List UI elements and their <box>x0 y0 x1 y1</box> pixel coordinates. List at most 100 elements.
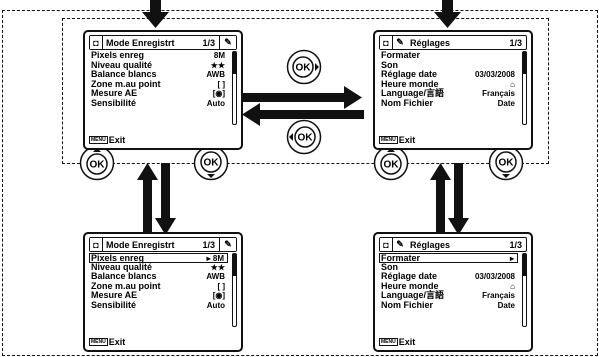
menu-item[interactable]: Formater <box>381 50 518 61</box>
arrow-up-right <box>430 163 451 235</box>
exit-hint[interactable]: MENU Exit <box>379 135 415 145</box>
menu-item[interactable]: Zone m.au point[ ] <box>91 281 228 292</box>
menu-button-icon: MENU <box>89 338 108 346</box>
triangle-right-icon <box>315 63 319 71</box>
menu-item-label: Réglage date <box>381 69 438 80</box>
menu-item-value <box>515 61 518 71</box>
scrollbar[interactable] <box>522 253 527 327</box>
menu-item-label: Formater <box>381 50 421 60</box>
screen-settings-menu-top: ◘ ✎ Réglages 1/3 Formater Son Réglage da… <box>373 30 533 150</box>
scrollbar[interactable] <box>232 253 237 327</box>
menu-item-label: Son <box>381 59 398 70</box>
tab-rec[interactable]: ◘ <box>90 238 103 251</box>
screen-settings-menu-bottom: ◘ ✎ Réglages 1/3 Formater▸ Son Réglage d… <box>373 232 533 352</box>
menu-item[interactable]: Son <box>381 59 518 71</box>
exit-label: Exit <box>398 337 416 347</box>
menu-item[interactable]: Mesure AE [◉] <box>91 291 228 301</box>
menu-item[interactable]: Heure monde⌂ <box>381 280 518 292</box>
exit-label: Exit <box>108 337 126 347</box>
menu-item-label: Pixels enreg <box>91 50 145 60</box>
ok-button-up-right[interactable]: OK <box>373 145 409 181</box>
menu-item[interactable]: Son <box>381 262 518 273</box>
ok-label: OK <box>90 160 106 171</box>
menu-item-value: [◉] <box>212 291 225 301</box>
menu-item-label: Heure monde <box>381 78 439 89</box>
ok-button-up-left[interactable]: OK <box>79 145 115 181</box>
triangle-down-icon <box>502 174 510 178</box>
menu-item-value <box>515 263 518 273</box>
arrow-left-middle <box>242 103 364 126</box>
menu-item-label: Mesure AE <box>91 88 138 99</box>
ok-label: OK <box>298 133 314 144</box>
menu-item[interactable]: Mesure AE[◉] <box>91 89 228 99</box>
menu-item-value: ▸ <box>509 254 514 263</box>
menu-button-icon: MENU <box>89 136 108 144</box>
screen-rec-menu-bottom: ◘ Mode Enregistrt 1/3 ✎ Pixels enreg▸ 8M… <box>83 232 243 352</box>
menu-item[interactable]: Balance blancs AWB <box>91 272 228 282</box>
ok-label: OK <box>499 158 515 169</box>
ok-button-down-left[interactable]: OK <box>193 145 229 181</box>
exit-hint[interactable]: MENU Exit <box>89 337 125 347</box>
tab-rec[interactable]: ◘ <box>90 36 103 49</box>
tab-bar: ◘ Mode Enregistrt 1/3 ✎ <box>89 35 237 50</box>
triangle-up-icon <box>387 148 395 152</box>
scrollbar-thumb[interactable] <box>233 254 236 276</box>
menu-button-icon: MENU <box>379 136 398 144</box>
menu-item[interactable]: Zone m.au point[ ] <box>91 78 228 90</box>
ok-label: OK <box>384 160 400 171</box>
menu-item[interactable]: Niveau qualité★★ <box>91 60 228 71</box>
menu-item[interactable]: Niveau qualité★★ <box>91 261 228 273</box>
scrollbar[interactable] <box>522 51 527 125</box>
arrow-down-top-right <box>434 0 461 28</box>
ok-label: OK <box>204 158 220 169</box>
tab-settings[interactable]: ✎ <box>219 36 236 49</box>
page-indicator: 1/3 <box>202 37 215 48</box>
menu-item[interactable]: Heure monde ⌂ <box>381 78 518 90</box>
menu-item-value <box>515 51 518 61</box>
menu-item-label: Niveau qualité <box>91 261 153 272</box>
scrollbar-thumb[interactable] <box>523 52 526 74</box>
tab-rec[interactable]: ◘ <box>380 238 393 251</box>
menu-item-value: [ ] <box>217 281 225 291</box>
scrollbar-thumb[interactable] <box>233 52 236 74</box>
tab-rec[interactable]: ◘ <box>380 36 393 49</box>
ok-button-right[interactable]: OK <box>286 49 322 85</box>
menu-item-value: Français <box>482 291 515 301</box>
menu-item-label: Formater <box>381 253 421 263</box>
tab-settings[interactable]: ✎ <box>219 238 236 251</box>
menu-item-selected[interactable]: Pixels enreg▸ 8M <box>89 253 228 263</box>
menu-item-selected[interactable]: Formater ▸ <box>379 253 518 263</box>
exit-hint[interactable]: MENU Exit <box>379 337 415 347</box>
menu-item-label: Balance blancs <box>91 271 157 282</box>
exit-hint[interactable]: MENU Exit <box>89 135 125 145</box>
menu-item-value: AWB <box>206 272 225 282</box>
arrow-down-left <box>155 163 176 235</box>
ok-button-down-right[interactable]: OK <box>488 145 524 181</box>
scrollbar-thumb[interactable] <box>523 254 526 276</box>
menu-item-label: Heure monde <box>381 280 439 291</box>
menu-item-label: Réglage date <box>381 271 438 282</box>
arrow-right-middle <box>240 86 362 109</box>
camera-icon: ◘ <box>93 239 99 250</box>
menu-item-label: Zone m.au point <box>91 78 161 89</box>
wrench-icon: ✎ <box>224 239 232 249</box>
menu-item-label: Mesure AE <box>91 290 138 301</box>
tab-settings[interactable]: ✎ <box>393 36 407 49</box>
ok-button-left[interactable]: OK <box>286 119 322 155</box>
tab-settings[interactable]: ✎ <box>393 238 407 251</box>
scrollbar[interactable] <box>232 51 237 125</box>
menu-item-value: ⌂ <box>510 79 515 89</box>
